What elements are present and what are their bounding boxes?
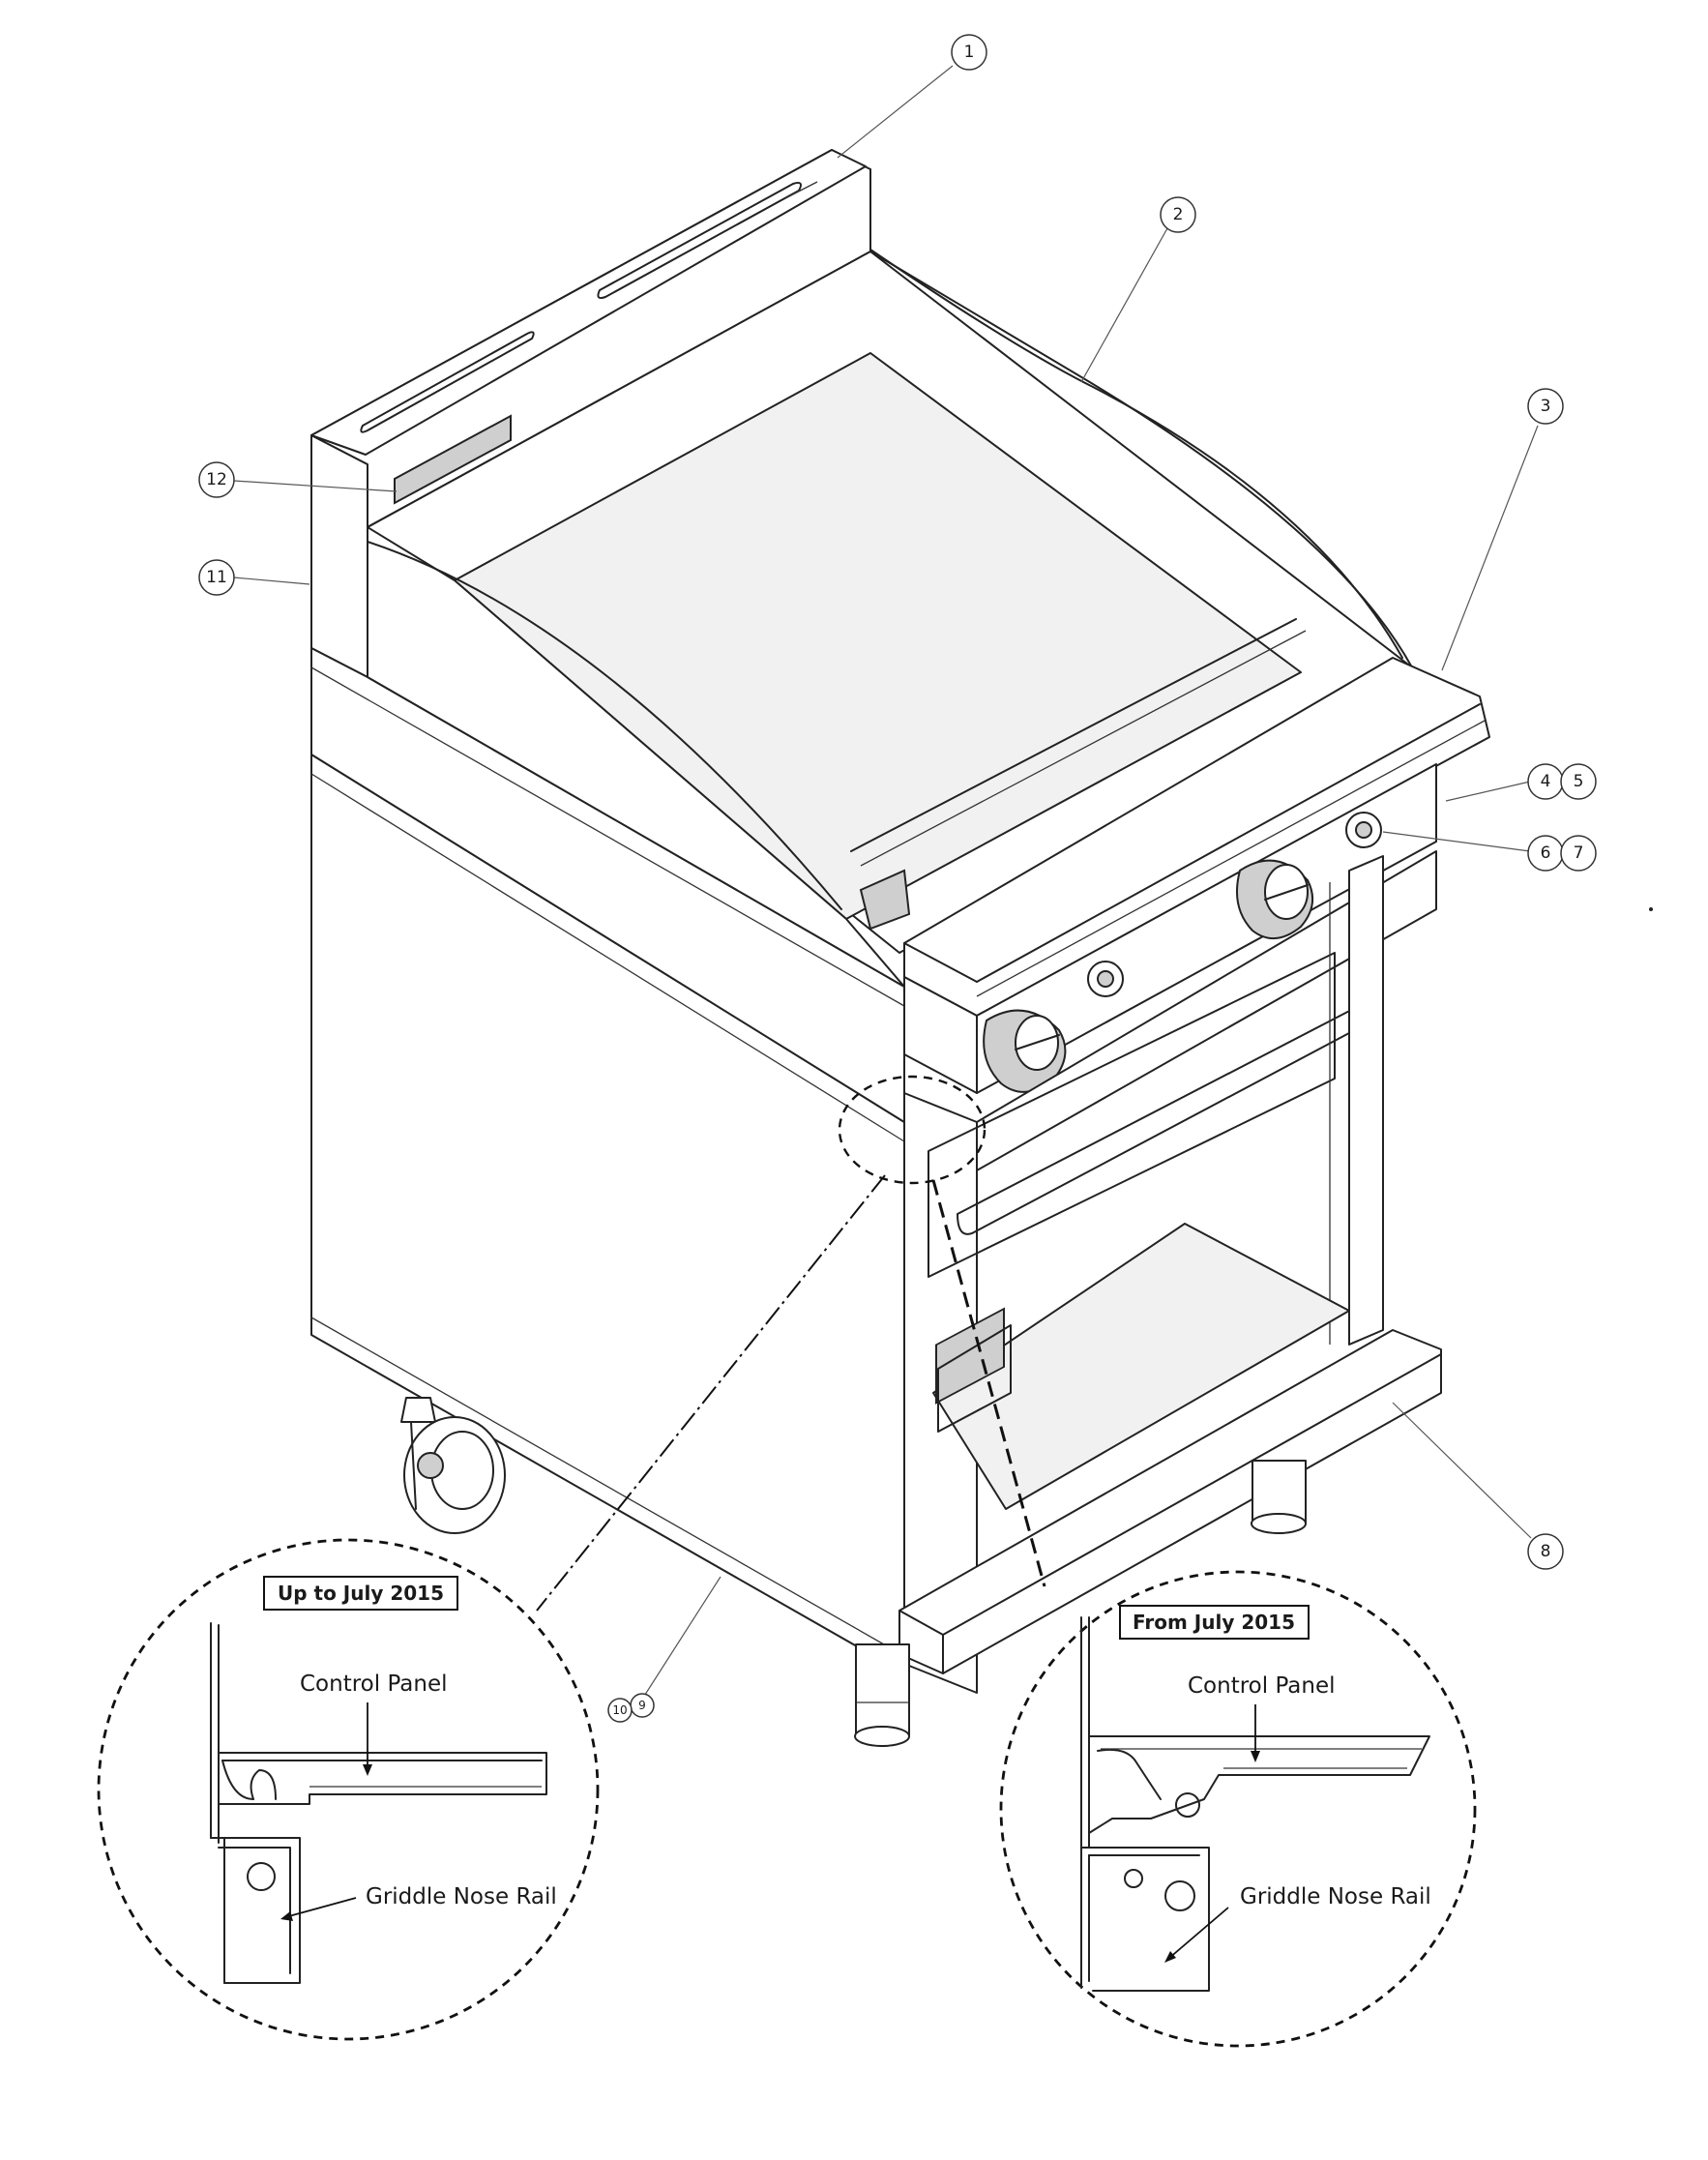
label-griddle-nose-rail: Griddle Nose Rail xyxy=(1240,1884,1431,1909)
detail-from-july-2015: From July 2015 Control Panel Griddle Nos… xyxy=(999,1570,1477,2048)
grease-trough xyxy=(859,869,911,931)
balloon-5: 5 xyxy=(1560,763,1597,800)
svg-text:8: 8 xyxy=(1541,1542,1551,1561)
svg-text:3: 3 xyxy=(1541,397,1551,416)
pilot-burner-right xyxy=(1345,812,1382,848)
date-label-box xyxy=(263,1576,458,1611)
label-griddle-nose-rail: Griddle Nose Rail xyxy=(366,1884,557,1909)
svg-text:12: 12 xyxy=(206,470,227,489)
balloon-7: 7 xyxy=(1560,835,1597,872)
balloon-9: 9 xyxy=(630,1693,655,1718)
splashback-slot-2 xyxy=(597,181,802,300)
svg-text:4: 4 xyxy=(1541,772,1551,791)
balloon-4: 4 xyxy=(1527,763,1564,800)
castor-wheel xyxy=(400,1397,506,1534)
splashback-left-side xyxy=(310,434,368,678)
part-balloons: 1 2 3 4 5 6 7 8 9 10 11 12 xyxy=(198,34,1597,1723)
date-label-box xyxy=(1119,1605,1310,1640)
detail-reference-circle xyxy=(838,1075,987,1185)
drawer-handle xyxy=(957,1005,1365,1235)
leg-front xyxy=(854,1643,910,1747)
balloon-12: 12 xyxy=(198,461,235,498)
balloon-6: 6 xyxy=(1527,835,1564,872)
nameplate xyxy=(394,414,512,505)
svg-text:7: 7 xyxy=(1574,843,1584,863)
balloon-8: 8 xyxy=(1527,1533,1564,1570)
svg-text:9: 9 xyxy=(638,1699,646,1712)
svg-text:6: 6 xyxy=(1541,843,1551,863)
balloon-3: 3 xyxy=(1527,388,1564,425)
svg-text:2: 2 xyxy=(1173,205,1184,224)
date-label: Up to July 2015 xyxy=(278,1582,444,1605)
control-knob-left xyxy=(983,1009,1067,1093)
svg-text:5: 5 xyxy=(1574,772,1584,791)
balloon-11: 11 xyxy=(198,559,235,596)
detail-up-to-july-2015: Up to July 2015 Control Panel Griddle No… xyxy=(97,1538,600,2041)
balloon-10: 10 xyxy=(607,1698,633,1723)
grease-drawer xyxy=(928,952,1336,1278)
svg-text:1: 1 xyxy=(964,43,975,62)
leg-right xyxy=(1251,1460,1307,1534)
pilot-burner-left xyxy=(1087,961,1124,997)
balloon-2: 2 xyxy=(1160,196,1196,233)
label-control-panel: Control Panel xyxy=(300,1672,448,1697)
griddle-appliance xyxy=(310,149,1490,1747)
splashback-slot-1 xyxy=(360,331,535,433)
label-control-panel: Control Panel xyxy=(1188,1673,1336,1699)
svg-text:10: 10 xyxy=(612,1703,627,1717)
bottom-shelf xyxy=(932,1223,1350,1510)
balloon-1: 1 xyxy=(951,34,987,71)
control-knob-right xyxy=(1236,859,1314,939)
date-label: From July 2015 xyxy=(1133,1611,1295,1634)
svg-text:11: 11 xyxy=(206,568,227,587)
